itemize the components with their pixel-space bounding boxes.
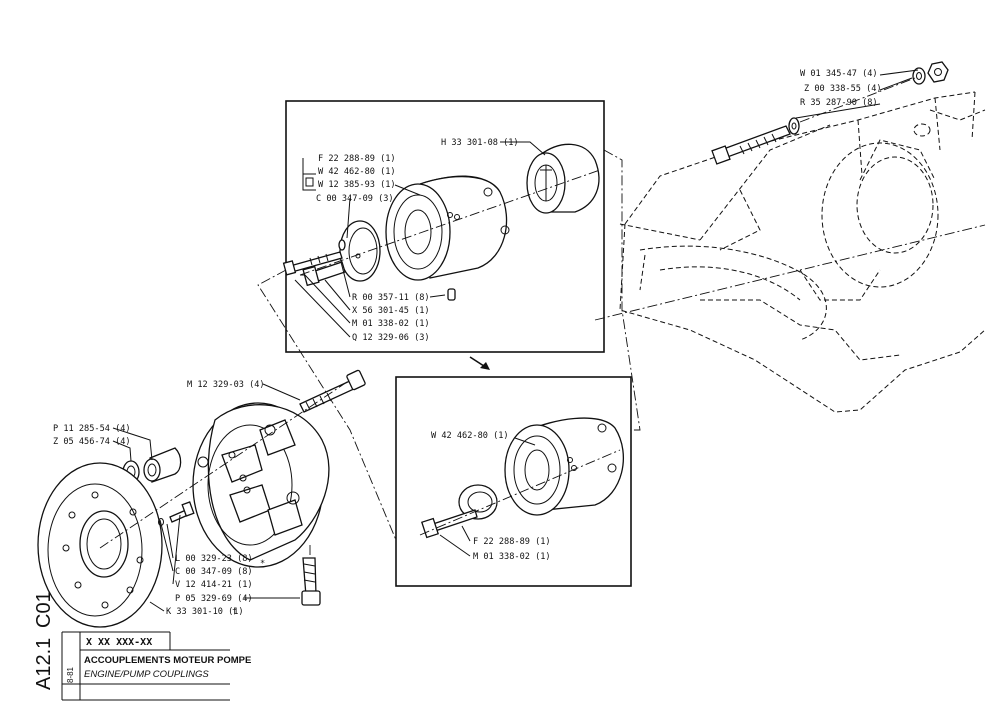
- callout-box1-0: H 33 301-08 (1): [441, 138, 519, 148]
- callout-box1-6: X 56 301-45 (1): [352, 306, 430, 316]
- centerline-pump: [594, 224, 986, 321]
- callout-box1-3: W 12 385-93 (1): [318, 180, 396, 190]
- page-code: A12.1: [33, 638, 55, 690]
- hardware-labels: W 01 345-47 (4) Z 00 338-55 (4) R 35 287…: [795, 69, 919, 119]
- callout-box2-1: F 22 288-89 (1): [473, 537, 551, 547]
- title-fr: ACCOUPLEMENTS MOTEUR POMPE: [84, 655, 251, 666]
- direction-arrowhead: [480, 362, 490, 370]
- title-block: X XX XXX-XX ACCOUPLEMENTS MOTEUR POMPE E…: [33, 591, 251, 701]
- callout-hw-2: R 35 287-90 (8): [800, 98, 878, 108]
- callout-box1-8: Q 12 329-06 (3): [352, 333, 430, 343]
- detail-box-2: [395, 376, 632, 587]
- mounting-hardware: [711, 61, 949, 165]
- callout-left-1: P 11 285-54 (4): [53, 424, 131, 434]
- detail-box-1: [285, 100, 605, 353]
- callout-hw-0: W 01 345-47 (4): [800, 69, 878, 79]
- pump-housing: [619, 91, 986, 413]
- date-code: 8-81: [66, 666, 75, 683]
- callout-box1-4: C 00 347-09 (3): [316, 194, 394, 204]
- callout-left-2: Z 05 456-74 (4): [53, 437, 131, 447]
- callout-left-7: K 33 301-10 (1): [166, 607, 244, 617]
- box2-labels: W 42 462-80 (1) F 22 288-89 (1) M 01 338…: [431, 431, 551, 562]
- dagger-mark: †: [232, 607, 237, 617]
- left-labels: M 12 329-03 (4) P 11 285-54 (4) Z 05 456…: [53, 380, 265, 617]
- callout-box1-1: F 22 288-89 (1): [318, 154, 396, 164]
- callout-left-6: P 05 329-69 (4): [175, 594, 253, 604]
- asterisk-mark: *: [260, 559, 265, 569]
- title-en: ENGINE/PUMP COUPLINGS: [84, 669, 209, 680]
- callout-box1-7: M 01 338-02 (1): [352, 319, 430, 329]
- callout-box1-2: W 42 462-80 (1): [318, 167, 396, 177]
- detail-square: [305, 177, 314, 187]
- callout-box1-5: R 00 357-11 (8): [352, 293, 430, 303]
- hub-assembly-2: [419, 417, 624, 557]
- left-leaders: [112, 383, 301, 612]
- coupling-parts: [37, 369, 366, 628]
- callout-left-4: C 00 347-09 (8): [175, 567, 253, 577]
- callout-left-0: M 12 329-03 (4): [187, 380, 265, 390]
- callout-left-5: V 12 414-21 (1): [175, 580, 253, 590]
- callout-box2-2: M 01 338-02 (1): [473, 552, 551, 562]
- part-number: X XX XXX-XX: [86, 637, 152, 648]
- box1-labels: H 33 301-08 (1) F 22 288-89 (1) W 42 462…: [305, 138, 519, 343]
- box1-leaders: [294, 141, 546, 338]
- callout-box2-0: W 42 462-80 (1): [431, 431, 509, 441]
- flywheel-hub-assembly: [282, 143, 601, 301]
- guide-lines: [257, 149, 641, 541]
- group-code: C01: [33, 591, 55, 628]
- callout-hw-1: Z 00 338-55 (4): [804, 84, 882, 94]
- callout-left-3: L 00 329-23 (8): [175, 554, 253, 564]
